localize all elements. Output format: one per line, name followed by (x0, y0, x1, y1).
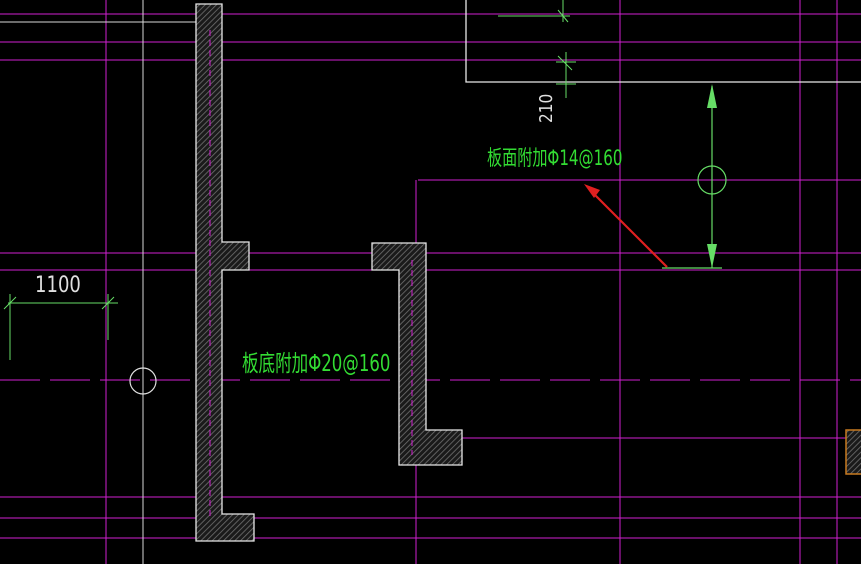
leader-arrow (584, 184, 668, 268)
top-rebar-annotation: 板面附加Φ14@160 (487, 147, 622, 171)
middle-wall-section (371, 242, 463, 466)
dimension-1100-label: 1100 (35, 271, 81, 297)
column-edge (845, 429, 861, 475)
top-dimension-ticks (498, 0, 576, 98)
dimension-210-label: 210 (535, 94, 557, 123)
left-wall-section (195, 3, 255, 542)
bottom-rebar-annotation: 板底附加Φ20@160 (242, 349, 390, 377)
opening-outline (465, 0, 861, 83)
wall-centerlines (209, 30, 413, 520)
axis-lines (0, 0, 196, 564)
dimension-1100 (3, 294, 118, 360)
dim-arrow-up (707, 84, 717, 108)
axis-bubble-left (129, 367, 157, 395)
dim-arrow-down (707, 244, 717, 268)
